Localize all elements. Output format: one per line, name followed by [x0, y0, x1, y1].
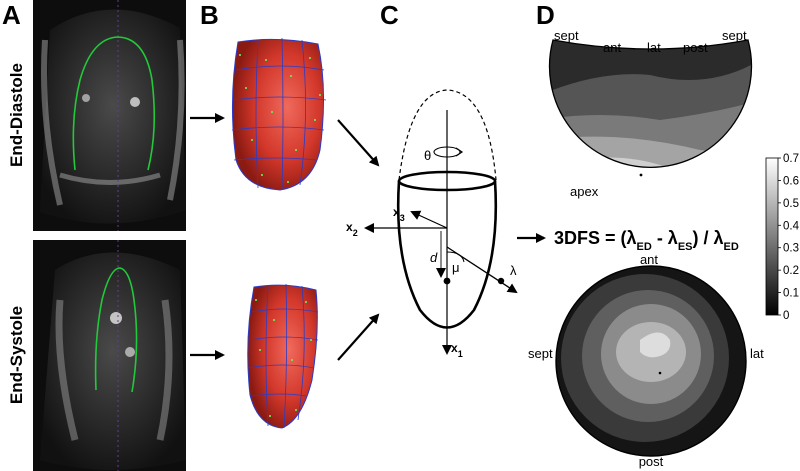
- x1-label: x: [451, 341, 458, 355]
- colorbar-tick-label: 0.3: [783, 243, 799, 255]
- top-map-apex: apex: [570, 184, 599, 199]
- bottom-map-sept: sept: [528, 346, 553, 361]
- 3dfs-formula: 3DFS = (λED - λES) / λED: [554, 228, 739, 253]
- colorbar-ticks: 0.7 0.6 0.5 0.4 0.3 0.2 0.1 0: [778, 153, 800, 322]
- top-map-post: post: [683, 40, 708, 55]
- prolate-spheroid-schematic: θ x3 x2 x1 d μ λ: [346, 89, 518, 359]
- panel-letter-d: D: [536, 0, 555, 30]
- colorbar-tick-label: 0.2: [783, 265, 799, 277]
- focus-point: [443, 277, 451, 285]
- d-label: d: [430, 250, 438, 265]
- top-polar-map: sept ant lat post sept apex: [548, 28, 753, 199]
- x3-label: x: [393, 205, 400, 219]
- colorbar-tick-label: 0: [783, 310, 789, 322]
- arrow-b-to-c-top: [337, 119, 380, 167]
- mesh-end-systole: [247, 283, 319, 429]
- x2-label: x: [346, 220, 353, 234]
- panel-letter-c: C: [380, 0, 399, 30]
- top-map-ant: ant: [603, 40, 621, 55]
- svg-text:x1: x1: [451, 341, 463, 359]
- endocardial-contour-systole: [94, 267, 138, 393]
- bottom-map-post: post: [639, 454, 664, 469]
- top-map-sept-right: sept: [722, 28, 747, 43]
- end-diastole-label: End-Diastole: [7, 63, 26, 167]
- colorbar-tick-label: 0.1: [783, 288, 799, 300]
- end-diastole-echo: [33, 0, 186, 231]
- colorbar-tick-label: 0.7: [783, 153, 799, 165]
- theta-label: θ: [424, 148, 431, 163]
- top-map-sept-left: sept: [554, 28, 579, 43]
- x2-sub: 2: [353, 228, 358, 238]
- end-systole-echo: [33, 240, 186, 471]
- svg-text:x3: x3: [393, 205, 405, 223]
- mu-label: μ: [452, 260, 460, 275]
- surface-point: [497, 277, 505, 285]
- x3-axis: [410, 210, 448, 229]
- panel-letter-a: A: [2, 0, 21, 30]
- colorbar-tick-label: 0.4: [783, 220, 800, 232]
- colorbar-tick-label: 0.5: [783, 198, 799, 210]
- bottom-map-ant: ant: [640, 252, 658, 267]
- colorbar-tick-label: 0.6: [783, 175, 799, 187]
- bottom-map-lat: lat: [750, 346, 764, 361]
- colorbar-gradient: [765, 157, 779, 316]
- bottom-polar-map: ant sept lat post: [528, 252, 764, 469]
- x3-sub: 3: [400, 213, 405, 223]
- x1-sub: 1: [458, 349, 463, 359]
- svg-text:x2: x2: [346, 220, 358, 238]
- lambda-label: λ: [510, 263, 517, 278]
- panel-letter-b: B: [200, 0, 219, 30]
- top-map-lat: lat: [647, 40, 661, 55]
- arrow-b-to-c-bottom: [337, 313, 380, 361]
- end-systole-label: End-Systole: [7, 306, 26, 404]
- endocardial-contour-diastole: [72, 36, 156, 171]
- mesh-end-diastole: [231, 37, 327, 191]
- colorbar: 0.7 0.6 0.5 0.4 0.3 0.2 0.1 0: [765, 153, 800, 322]
